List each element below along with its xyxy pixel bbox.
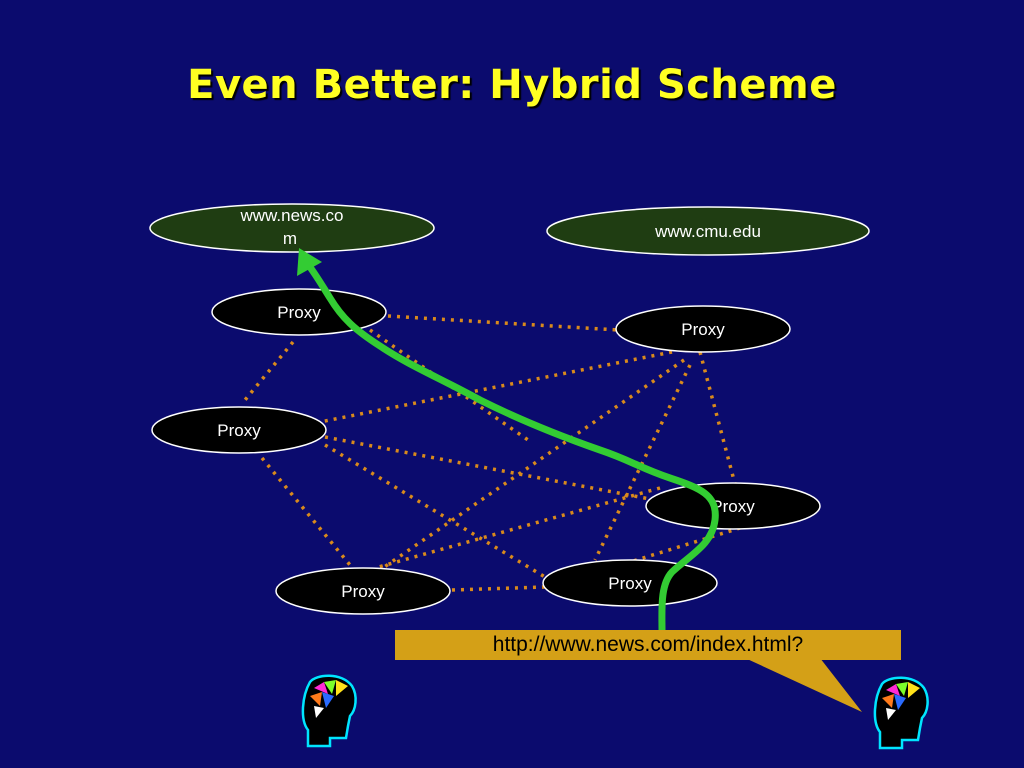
link-d-e	[374, 486, 661, 570]
proxy-node-shape	[275, 567, 451, 615]
proxy-node-shape	[615, 305, 791, 353]
link-c-d	[324, 435, 656, 502]
request-url-callout: http://www.news.com/index.html?	[395, 630, 901, 660]
link-b-f	[593, 364, 692, 561]
server-news-shape	[149, 203, 435, 253]
server-news-label-line2: m	[283, 229, 297, 248]
link-c-e	[260, 456, 352, 567]
proxy-node: Proxy	[615, 305, 791, 353]
link-d-f	[629, 526, 741, 564]
server-cmu-shape	[546, 206, 870, 256]
link-b-c	[319, 350, 673, 424]
proxy-node-shape	[645, 482, 821, 530]
proxy-node-shape	[211, 288, 387, 336]
proxy-node: Proxy	[211, 288, 387, 336]
proxy-node: Proxy	[542, 559, 718, 607]
link-b-e	[379, 358, 685, 572]
proxy-label: Proxy	[608, 574, 652, 593]
link-b-d	[698, 351, 737, 485]
link-c-f	[324, 443, 551, 582]
proxy-label: Proxy	[711, 497, 755, 516]
user-head-icon	[873, 676, 929, 750]
proxy-label: Proxy	[217, 421, 261, 440]
user-head-icon	[301, 674, 357, 748]
proxy-node: Proxy	[275, 567, 451, 615]
proxy-label: Proxy	[277, 303, 321, 322]
link-a-c	[243, 340, 295, 402]
server-news-label-line1: www.news.co	[240, 206, 344, 225]
slide-title: Even Better: Hybrid Scheme	[187, 62, 837, 108]
server-news: www.news.co m	[149, 203, 435, 253]
link-a-b	[387, 314, 619, 332]
server-cmu-label: www.cmu.edu	[654, 222, 761, 241]
proxy-links	[243, 314, 741, 592]
proxy-node-shape	[151, 406, 327, 454]
proxy-node: Proxy	[645, 482, 821, 530]
request-path-arrow	[302, 258, 719, 634]
proxy-label: Proxy	[681, 320, 725, 339]
proxy-node: Proxy	[151, 406, 327, 454]
callout-pointer	[745, 658, 862, 712]
proxy-label: Proxy	[341, 582, 385, 601]
link-e-f	[451, 585, 546, 592]
request-path-arrowhead	[297, 248, 322, 276]
server-cmu: www.cmu.edu	[546, 206, 870, 256]
